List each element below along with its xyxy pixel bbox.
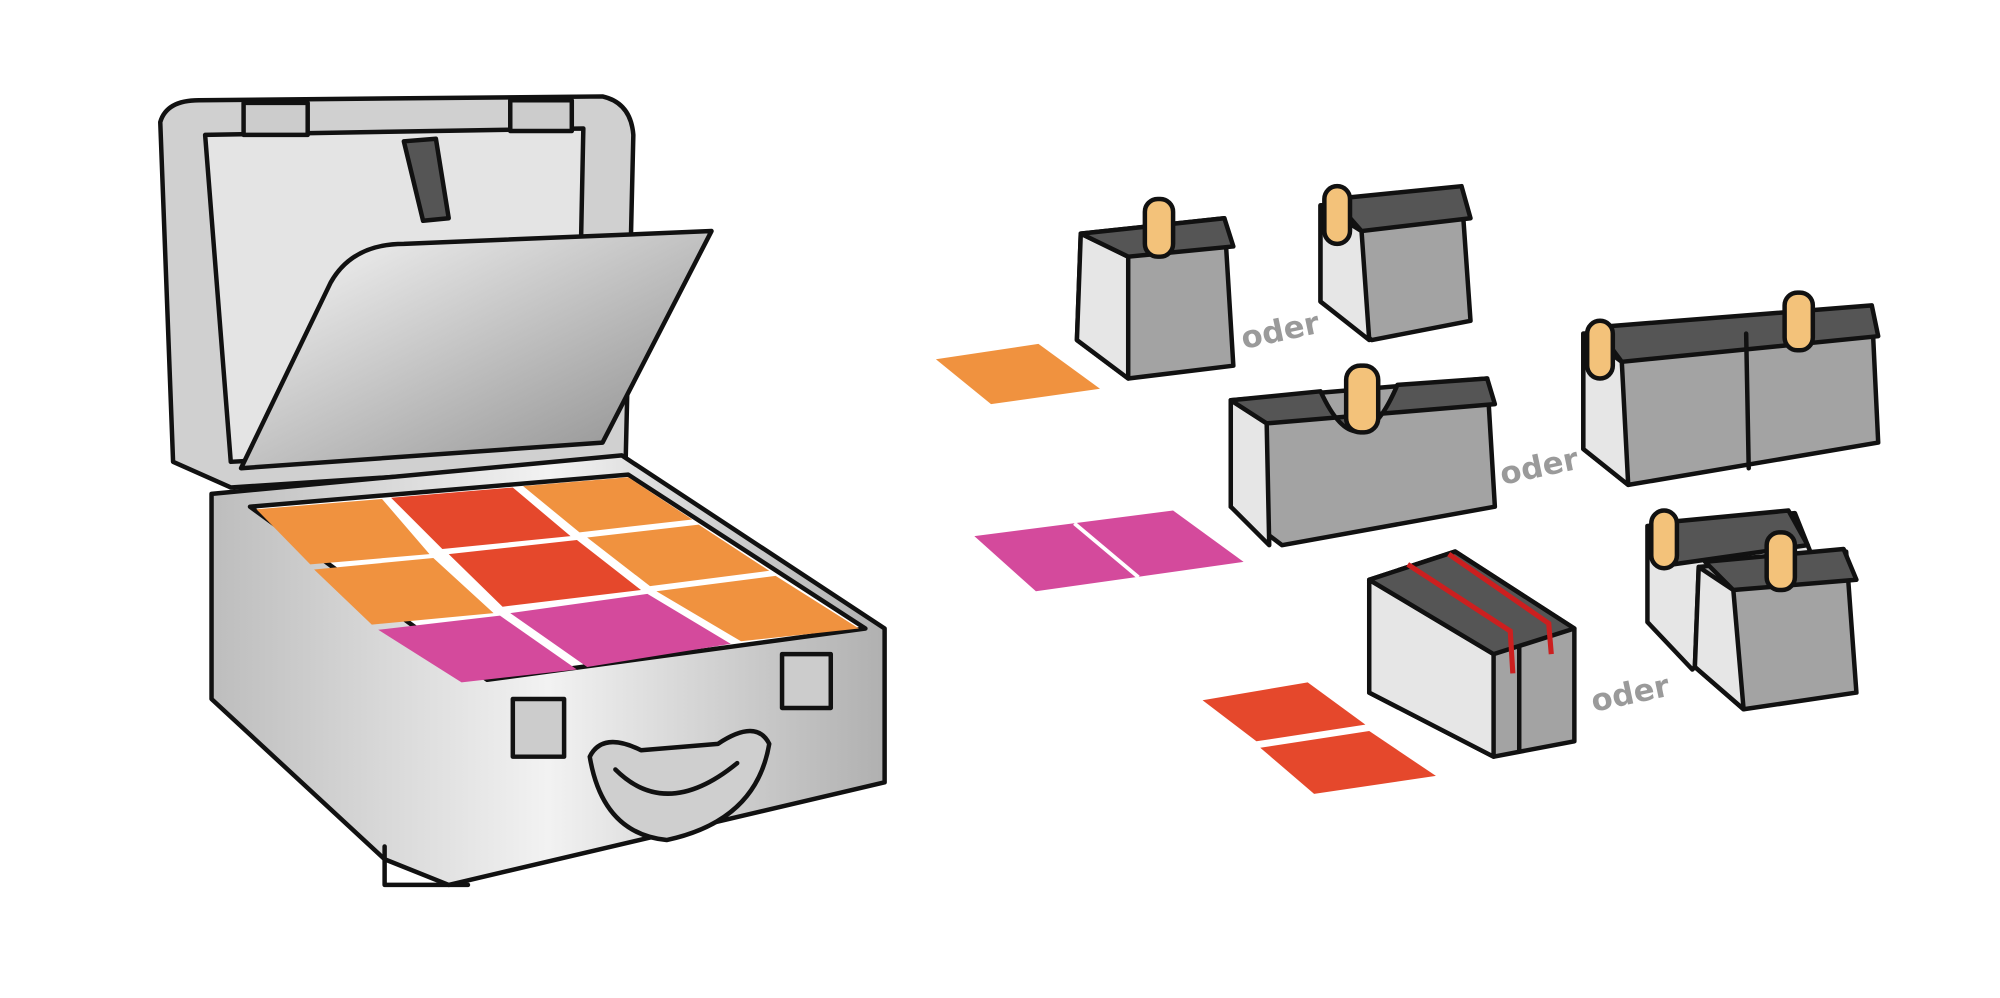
red-tile-top — [1202, 682, 1366, 742]
box-stacked-pair — [1645, 508, 1859, 712]
oder-label: oder — [1588, 668, 1674, 720]
red-tile-bottom — [1260, 731, 1436, 794]
oder-label: oder — [1238, 305, 1324, 357]
box-wide-cutout — [1228, 363, 1498, 548]
orange-tile — [935, 343, 1100, 405]
box-elastic-bands — [1366, 549, 1577, 759]
suitcase — [158, 94, 887, 888]
box-single-back — [1318, 183, 1473, 343]
box-single-front — [1074, 196, 1236, 381]
oder-label: oder — [1497, 441, 1583, 493]
box-double — [1581, 290, 1881, 488]
